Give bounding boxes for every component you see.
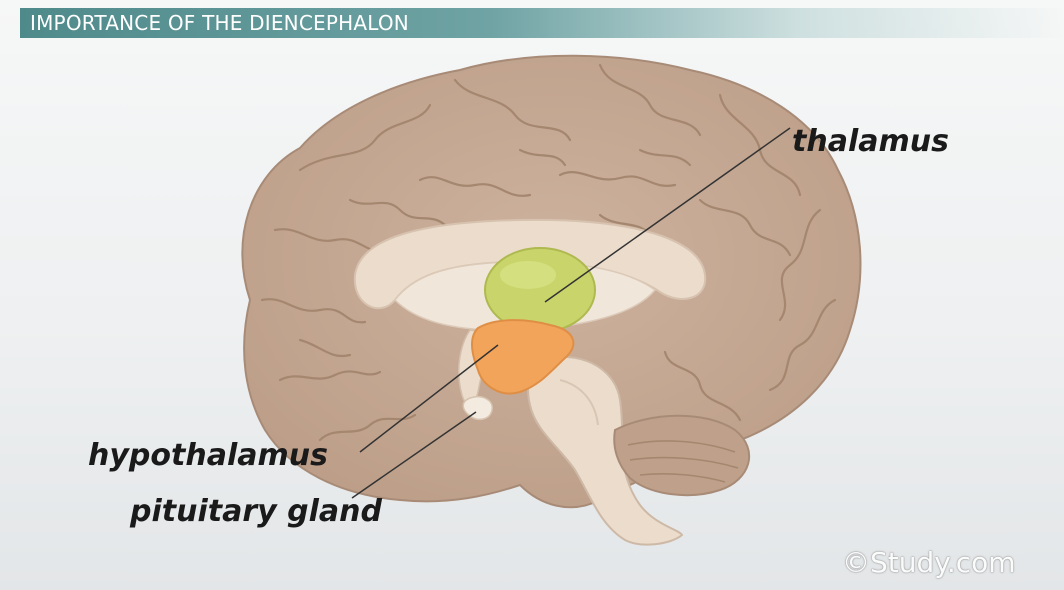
copyright-icon: ©	[842, 546, 870, 579]
study-com-watermark: ©Study.com	[842, 546, 1016, 579]
label-thalamus: thalamus	[792, 124, 949, 159]
label-pituitary-gland: pituitary gland	[130, 494, 382, 529]
thalamus-region	[485, 248, 595, 332]
label-hypothalamus: hypothalamus	[88, 438, 328, 473]
watermark-text: Study.com	[870, 546, 1016, 579]
